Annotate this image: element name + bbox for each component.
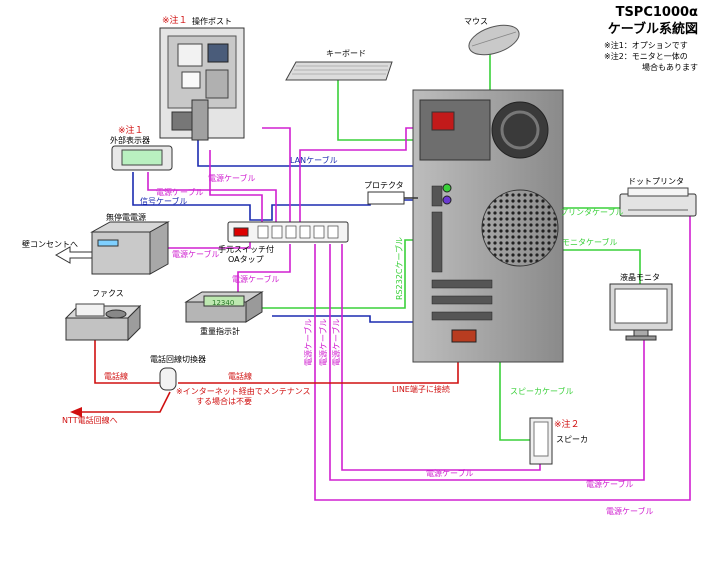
mouse-label: マウス	[464, 17, 488, 26]
pc-tower	[412, 89, 564, 363]
speaker-device	[529, 417, 553, 465]
vert-power-label-1: 電源ケーブル	[303, 318, 313, 366]
phone-line-label-1: 電話線	[104, 371, 128, 381]
weight-display-text: 12340	[212, 299, 234, 307]
phone-cables	[70, 340, 459, 417]
oa-tap-label-2: OAタップ	[228, 255, 264, 264]
post-power	[209, 150, 263, 222]
power-cable-label-2: 電源ケーブル	[156, 187, 204, 197]
keyboard-device	[285, 61, 393, 81]
ups-label: 無停電電源	[106, 212, 146, 222]
meter-power	[237, 244, 291, 294]
speaker-label: スピーカ	[556, 435, 588, 444]
weighing-meter-label: 重量指示計	[200, 326, 240, 336]
power-cable-label-5: 電源ケーブル	[426, 468, 474, 478]
title-line1: TSPC1000α	[615, 5, 698, 20]
power-cable-label-7: 電源ケーブル	[606, 506, 654, 516]
note2-text-b: 場合もあります	[642, 63, 698, 72]
phone-line-fax	[94, 340, 165, 384]
dot-printer-device	[619, 187, 697, 217]
vpower-2	[329, 244, 645, 481]
fax-label: ファクス	[92, 289, 124, 298]
power-cable-label-1: 電源ケーブル	[208, 173, 256, 183]
notes-block: ※注1：オプションです ※注2：モニタと一体の 場合もあります	[604, 40, 698, 73]
vert-power-label-2: 電源ケーブル	[318, 318, 328, 366]
printer-cable-label: プリンタケーブル	[560, 207, 624, 217]
lcd-monitor-label: 液晶モニタ	[620, 272, 660, 282]
oa-tap-label-1: 手元スイッチ付	[218, 244, 274, 254]
vert-power-label-3: 電源ケーブル	[331, 318, 341, 366]
weighing-meter-device	[184, 291, 264, 323]
note1-text: ※注1：オプションです	[604, 41, 688, 50]
fax-device	[64, 303, 142, 342]
operation-post	[159, 27, 245, 141]
phone-switch-label: 電話回線切換器	[150, 354, 206, 364]
keyboard-power	[262, 127, 291, 222]
diagram-title: TSPC1000α ケーブル系統図	[608, 4, 698, 38]
rs232c-label: RS232Cケーブル	[394, 237, 404, 300]
ext-display-power	[147, 172, 277, 222]
power-cable-label-6: 電源ケーブル	[586, 479, 634, 489]
external-display-device	[111, 145, 173, 171]
maintenance-note-2: する場合は不要	[196, 396, 252, 406]
ups-device	[90, 221, 170, 275]
title-line2: ケーブル系統図	[607, 22, 698, 37]
operation-post-label: 操作ポスト	[192, 16, 232, 26]
speaker-cable-label: スピーカケーブル	[510, 386, 574, 396]
protector-device	[367, 191, 418, 205]
note1-label-display: ※注１	[118, 124, 144, 136]
monitor-cable-label: モニタケーブル	[562, 237, 618, 247]
external-display-label: 外部表示器	[110, 135, 150, 145]
note1-label-post: ※注１	[162, 14, 188, 26]
vpower-3	[341, 244, 541, 471]
pc-power	[299, 127, 430, 222]
oa-tap-device	[227, 221, 349, 243]
keyboard-label: キーボード	[326, 49, 366, 58]
note2-text-a: ※注2：モニタと一体の	[604, 52, 688, 61]
mouse-device	[468, 24, 520, 56]
power-cable-label-3: 電源ケーブル	[172, 249, 220, 259]
dot-printer-label: ドットプリンタ	[628, 177, 684, 186]
line-terminal-label: LINE端子に接続	[392, 384, 450, 394]
phone-switch-device	[159, 367, 177, 391]
lcd-monitor-device	[609, 283, 673, 341]
wall-outlet-label: 壁コンセントへ	[22, 239, 78, 249]
lan-cable-label: LANケーブル	[290, 155, 338, 165]
phone-line-ntt	[80, 391, 171, 413]
power-cable-label-4: 電源ケーブル	[232, 274, 280, 284]
maintenance-note-1: ※インターネット経由でメンテナンス	[176, 386, 311, 396]
vpower-1	[314, 215, 691, 501]
protector-label: プロテクタ	[364, 181, 404, 190]
ntt-arrow-head	[70, 407, 82, 417]
signal-cable-label: 信号ケーブル	[140, 196, 188, 206]
phone-line-label-2: 電話線	[228, 371, 252, 381]
wall-outlet-arrow	[54, 246, 93, 264]
note2-label: ※注２	[554, 418, 580, 430]
ntt-label: NTT電話回線へ	[62, 415, 118, 425]
